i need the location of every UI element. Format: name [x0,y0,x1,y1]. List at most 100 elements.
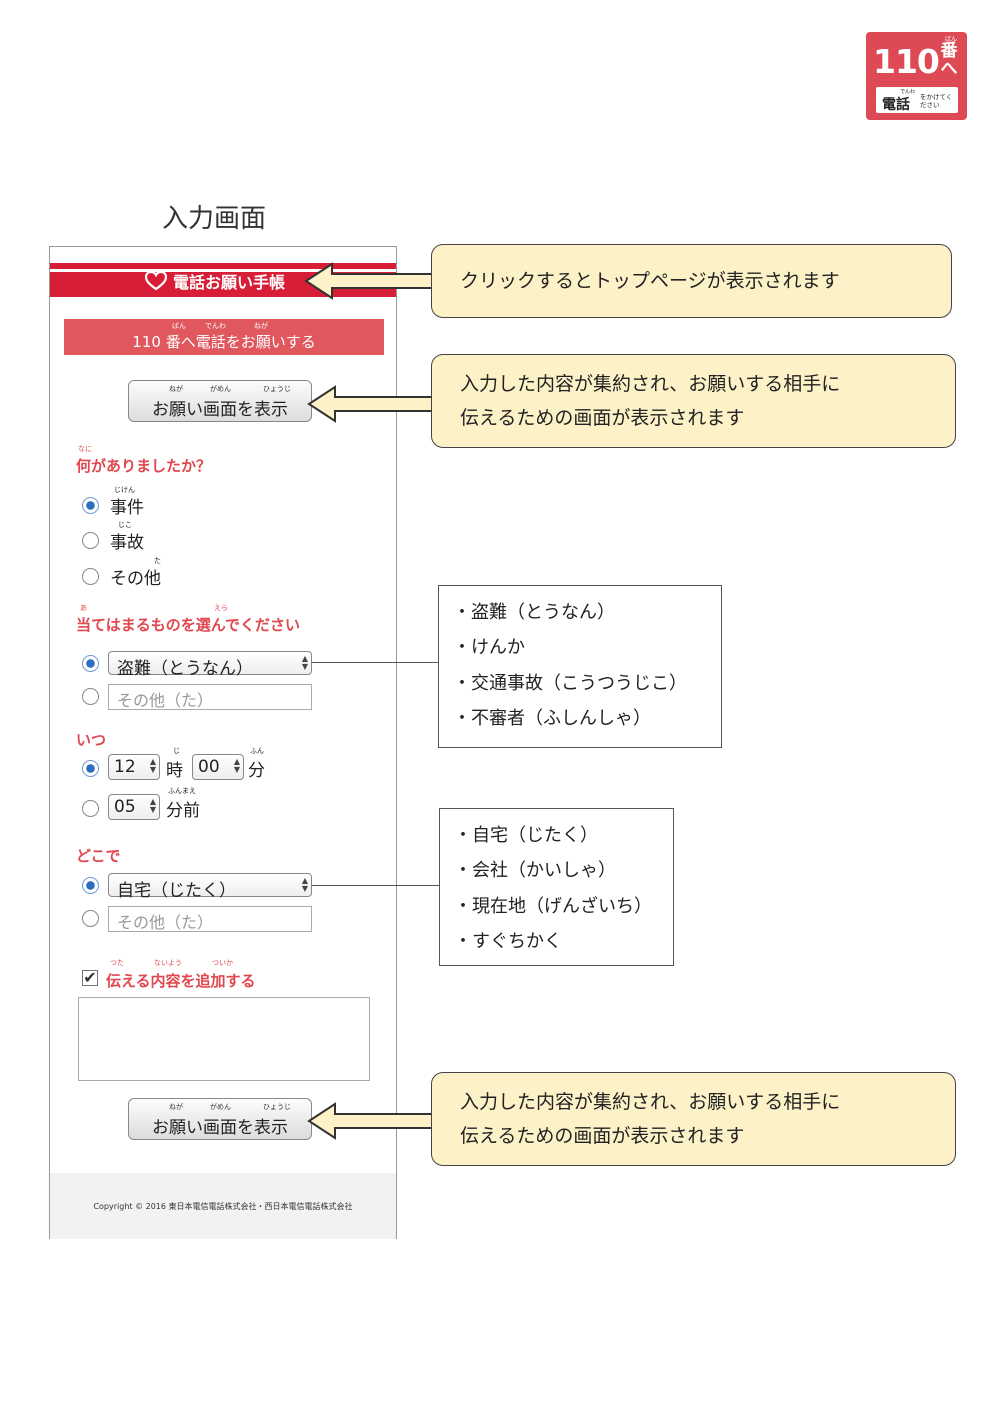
arrow-left-icon [304,262,434,300]
callout-show-1-line2: 伝えるための画面が表示されます [460,407,745,429]
where-options-list: ・自宅（じたく） ・会社（かいしゃ） ・現在地（げんざいち） ・すぐちかく [439,808,674,966]
q4-select[interactable]: 自宅（じたく） ▲▼ [108,873,312,901]
option-sonota: その他 [110,569,161,589]
list-item: ・会社（かいしゃ） [454,860,616,881]
before-value: 05 [114,797,136,817]
list-item: ・盗難（とうなん） [453,602,615,623]
badge-number: 110 [873,42,940,81]
connector-line [312,662,439,663]
ruby-fun: ふん [250,747,264,755]
select-arrows-icon: ▲▼ [301,654,308,671]
ruby-jiko: じこ [118,521,132,529]
heart-icon [145,271,167,291]
q2-other-input[interactable]: その他（た） [108,684,312,710]
q4-other-input[interactable]: その他（た） [108,906,312,932]
ji-label: 時 [166,761,183,781]
fun-label: 分 [248,761,265,781]
q2-ruby-a: あ [80,604,87,612]
call-110-band[interactable]: ばん でんわ ねが 110 番へ電話をお願いする [64,319,384,355]
option-jiken: 事件 [110,498,144,518]
q5-label: 伝える内容を追加する [106,972,256,990]
minute-arrows-icon: ▲▼ [233,757,240,774]
show-button-label: お願い画面を表示 [152,400,288,420]
btn-ruby-gamen: がめん [210,385,231,393]
minute-select[interactable]: 00 ▲▼ [192,754,244,780]
q5-ruby-naiyou: ないよう [154,959,182,967]
q1-label: 何がありましたか？ [76,457,212,475]
radio-q4-select[interactable] [82,877,99,894]
callout-show-1: 入力した内容が集約され、お願いする相手に 伝えるための画面が表示されます [431,354,956,448]
btn-ruby-hyouji: ひょうじ [263,385,291,393]
show-request-button-bottom[interactable]: ねが がめん ひょうじ お願い画面を表示 [128,1098,312,1140]
radio-jiko[interactable] [82,532,99,549]
phone-screen: 電話お願い手帳 ばん でんわ ねが 110 番へ電話をお願いする ねが がめん … [49,246,397,1239]
option-jiko: 事故 [110,533,144,553]
q4-select-arrows-icon: ▲▼ [301,876,308,893]
list-item: ・すぐちかく [454,931,562,952]
badge-ruby: ばん [945,36,958,43]
radio-q2-select[interactable] [82,655,99,672]
band-ruby-denwa: でんわ [205,322,226,330]
q1-ruby: なに [78,445,92,453]
band-ruby-ban: ばん [172,322,186,330]
list-item: ・けんか [453,637,525,658]
band-ruby-negai: ねが [254,322,268,330]
list-item: ・不審者（ふしんしゃ） [453,708,651,729]
footer: Copyright © 2016 東日本電信電話株式会社・西日本電信電話株式会社 [50,1173,396,1239]
hour-select[interactable]: 12 ▲▼ [108,754,160,780]
q4-other-placeholder: その他（た） [117,913,214,932]
hour-arrows-icon: ▲▼ [149,757,156,774]
radio-q4-other[interactable] [82,910,99,927]
before-arrows-icon: ▲▼ [149,797,156,814]
q2-ruby-era: えら [214,604,228,612]
btn2-ruby-ne: ねが [169,1103,183,1111]
radio-q2-other[interactable] [82,688,99,705]
q3-label: いつ [76,731,107,749]
callout-top-page-text: クリックするとトップページが表示されます [460,270,840,292]
minute-value: 00 [198,757,220,777]
btn2-ruby-gamen: がめん [210,1103,231,1111]
110-badge: ばん 110 番へ でんわ 電話 をかけてください [866,32,967,120]
arrow-left-icon [307,1102,437,1140]
callout-show-1-line1: 入力した内容が集約され、お願いする相手に [460,373,841,395]
arrow-left-icon [307,385,437,423]
callout-show-2-line2: 伝えるための画面が表示されます [460,1125,745,1147]
hour-value: 12 [114,757,136,777]
badge-denwa: 電話 [882,97,910,113]
q2-select[interactable]: 盗難（とうなん） ▲▼ [108,651,312,679]
list-item: ・現在地（げんざいち） [454,896,652,917]
ruby-jiken: じけん [114,486,135,494]
ruby-ji: じ [173,747,180,755]
q4-select-value: 自宅（じたく） [117,881,236,901]
app-title-text: 電話お願い手帳 [173,273,286,292]
additional-content-textarea[interactable] [78,997,370,1081]
list-item: ・交通事故（こうつうじこ） [453,673,687,694]
q2-select-value: 盗難（とうなん） [117,659,253,679]
q5-ruby-tsuika: ついか [212,959,233,967]
btn-ruby-ne: ねが [169,385,183,393]
badge-ban: 番へ [940,41,958,79]
app-title[interactable]: 電話お願い手帳 [145,269,285,293]
show-request-button-top[interactable]: ねが がめん ひょうじ お願い画面を表示 [128,380,312,422]
radio-sonota[interactable] [82,568,99,585]
what-options-list: ・盗難（とうなん） ・けんか ・交通事故（こうつうじこ） ・不審者（ふしんしゃ） [438,585,722,748]
q2-label: 当てはまるものを選んでください [76,616,300,634]
add-content-checkbox[interactable]: ✔ [82,968,98,987]
callout-show-2: 入力した内容が集約され、お願いする相手に 伝えるための画面が表示されます [431,1072,956,1166]
copyright-text: Copyright © 2016 東日本電信電話株式会社・西日本電信電話株式会社 [93,1202,353,1211]
radio-q3-time[interactable] [82,760,99,777]
band-text: 110 番へ電話をお願いする [132,333,316,351]
callout-show-2-line1: 入力した内容が集約され、お願いする相手に [460,1091,841,1113]
radio-jiken[interactable] [82,497,99,514]
show-button-label-2: お願い画面を表示 [152,1118,288,1138]
ruby-funmae: ふんまえ [168,787,196,795]
q2-other-placeholder: その他（た） [117,691,214,710]
btn2-ruby-hyouji: ひょうじ [263,1103,291,1111]
before-select[interactable]: 05 ▲▼ [108,794,160,820]
badge-ruby2: でんわ [900,89,916,95]
ruby-ta: た [154,557,161,565]
badge-denwa-box: でんわ 電話 をかけてください [876,87,958,113]
radio-q3-before[interactable] [82,800,99,817]
callout-top-page: クリックするとトップページが表示されます [431,244,952,318]
badge-small: をかけてください [920,93,953,109]
